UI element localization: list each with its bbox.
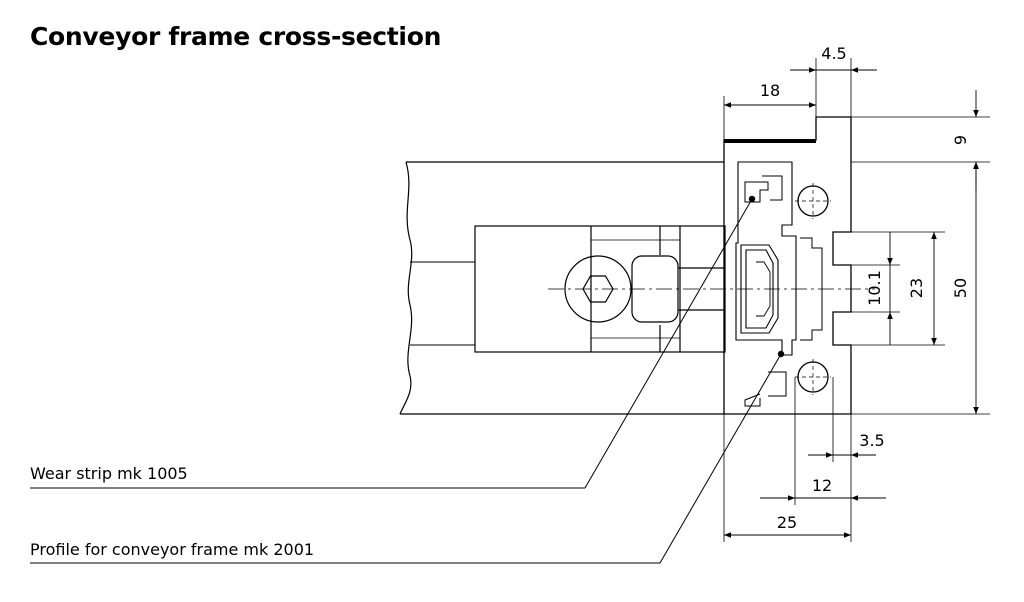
wear-strip-label: Wear strip mk 1005: [30, 464, 188, 483]
dim-9: 9: [951, 135, 970, 145]
dim-25: 25: [777, 513, 797, 532]
wear-strip-insert: [740, 244, 779, 334]
dim-12: 12: [812, 476, 832, 495]
profile-label: Profile for conveyor frame mk 2001: [30, 540, 314, 559]
dim-4-5: 4.5: [821, 44, 846, 63]
frame-body: [399, 161, 724, 415]
leader-lines: [30, 198, 782, 564]
profile-outline: [723, 116, 852, 415]
dim-18: 18: [760, 81, 780, 100]
dim-10-1: 10.1: [865, 270, 884, 306]
dim-50: 50: [951, 278, 970, 298]
extension-lines: [723, 58, 990, 542]
dim-3-5: 3.5: [859, 431, 884, 450]
diagram-title: Conveyor frame cross-section: [30, 22, 442, 51]
dim-23: 23: [907, 278, 926, 298]
dimension-lines: [724, 67, 979, 538]
